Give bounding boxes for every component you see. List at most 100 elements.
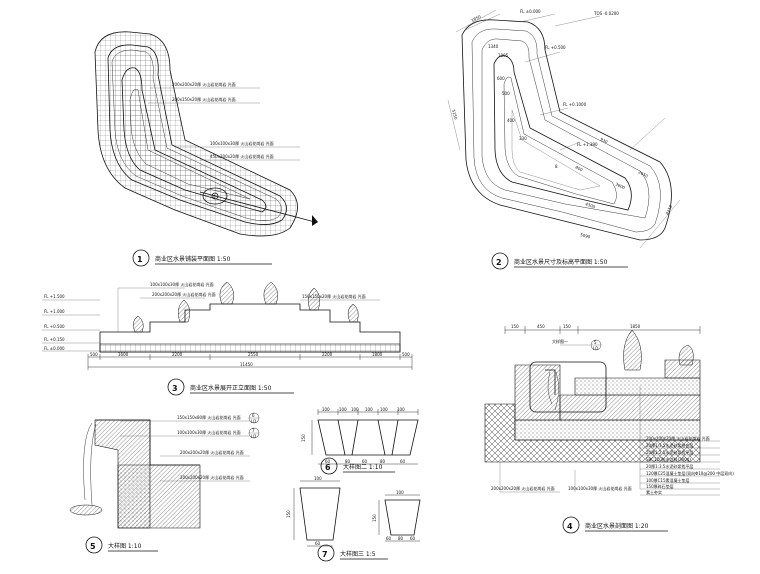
plan2-dim-12: 3600: [615, 181, 627, 190]
d6-dim-7: 60: [325, 459, 331, 464]
title-2: 商业区水景尺寸及标高平面图 1:50: [514, 258, 608, 266]
plan2-level-2: TOS -0.0200: [593, 11, 619, 16]
plan2-dim-5: 500: [502, 91, 510, 96]
detail5-sheet-2: LD: [251, 434, 256, 439]
plan2-level-labels: FL ±0.000 TOS -0.0200 FL +0.500 FL +0.10…: [519, 9, 619, 151]
detail5-ref-2: 7: [252, 428, 255, 433]
plan2-level-1: FL ±0.000: [520, 9, 541, 14]
elev-level-5: FL ±0.000: [44, 346, 65, 351]
d7-dim-6: 60: [410, 536, 416, 541]
title-block-2: 2 商业区水景尺寸及标高平面图 1:50: [491, 252, 628, 270]
elev-dim-1: 500: [90, 352, 98, 357]
elev-dim-4: 2550: [248, 352, 259, 357]
elev-dim-5: 2200: [322, 352, 333, 357]
section-mark-number: 4: [213, 194, 216, 199]
layer-1: 200x200x20厚 火山岩花岗岩 光面: [646, 435, 710, 441]
elev-level-4: FL +0.150: [44, 337, 65, 342]
layer-7: 100厚C15素混凝土垫层: [646, 477, 690, 483]
title-block-6: 6 大样图二 1:10: [320, 457, 395, 475]
detail5-sheet-1: LD: [251, 419, 256, 424]
plan2-dim-1: 1850: [470, 14, 482, 23]
d6-dim-8: 80: [345, 459, 351, 464]
plan2-dim-8: 8: [555, 164, 558, 169]
title-number-4: 4: [567, 522, 573, 531]
layer-4: SBC120防水涂料(300g): [646, 456, 691, 462]
d7-dim-5: 80: [398, 536, 404, 541]
title-4: 商业区水景剖面图 1:20: [585, 522, 649, 530]
elevation-water-features: [132, 281, 359, 333]
layer-3: 20厚1:2.5水泥砂浆找平层: [646, 449, 693, 455]
drawing-5-detail: 150x150x80厚 火山岩花岗岩 光面 6 LD 100x100x30厚 火…: [69, 412, 260, 554]
plan2-dim-2: 1340: [488, 44, 499, 49]
drawing-7-detail: 100 150 60 100 150 60 80 60 7 大样图三 1:5: [286, 476, 421, 562]
plan1-label-3: 100x100x30厚 火山岩花岗岩 光面: [210, 140, 274, 146]
d7-dim-8: 150: [372, 514, 377, 522]
plan2-level-5: FL +1.390: [577, 142, 598, 147]
layer-5: 20厚1:3.5水泥砂浆找平层: [646, 463, 693, 469]
bottom-label-2: 100x100x30厚 火山岩花岗岩 光面: [568, 485, 632, 491]
d7-dim-4: 60: [386, 536, 392, 541]
title-3: 商业区水景展开正立面图 1:50: [190, 384, 272, 392]
title-number-7: 7: [322, 550, 328, 559]
plan2-level-3: FL +0.500: [545, 45, 566, 50]
plan2-dim-16: 8210: [664, 204, 673, 216]
d6-dim-2: 100: [339, 407, 347, 412]
layer-9: 素土夯实: [646, 489, 662, 495]
drawing-3-elevation: FL +1.500 FL +1.000 FL +0.500 FL +0.150 …: [42, 281, 413, 396]
layer-2: 20厚1:3.5水泥砂浆结合层: [646, 442, 693, 448]
plan1-section-mark: 4: [199, 187, 318, 226]
section-dim-2: 450: [537, 324, 545, 329]
elev-label-3: 150x150x20厚 火山岩花岗岩 光面: [302, 293, 366, 299]
drawing-4-section: 150 450 150 1850 大样图一 5 LD: [484, 324, 734, 534]
title-block-1: 1 商业区水景铺装平面图 1:50: [132, 249, 272, 267]
callout-ref: 5: [594, 340, 597, 345]
elev-level-1: FL +1.500: [44, 294, 65, 299]
title-6: 大样图二 1:10: [343, 463, 383, 471]
plan2-dim-13: 4300: [585, 201, 597, 209]
plan1-label-1: 200x200x20厚 火山岩花岗岩 光面: [172, 81, 236, 87]
plan2-dim-11: 2650: [638, 169, 650, 178]
d6-dim-11: 60: [400, 459, 406, 464]
elev-dim-2: 1600: [118, 352, 129, 357]
drawing-1-paving-plan: 200x200x20厚 火山岩花岗岩 光面 200x150x20厚 火山岩花岗岩…: [94, 31, 318, 267]
plan2-dim-4: 600: [497, 76, 505, 81]
title-block-4: 4 商业区水景剖面图 1:20: [562, 516, 668, 534]
plan2-dim-6: 400: [507, 118, 515, 123]
d7-dim-1: 100: [314, 476, 322, 481]
title-7: 大样图三 1:5: [340, 550, 376, 558]
detail5-label-2: 100x100x30厚 火山岩花岗岩 光面: [177, 429, 241, 435]
d6-dim-6: 100: [397, 407, 405, 412]
d6-dim-4: 100: [365, 407, 373, 412]
d6-dim-10: 80: [380, 459, 386, 464]
detail5-label-1: 150x150x80厚 火山岩花岗岩 光面: [177, 414, 241, 420]
d6-dim-12: 150: [301, 434, 306, 442]
layer-8: 150厚碎石垫层: [646, 483, 674, 489]
d6-dim-9: 60: [362, 459, 368, 464]
plan2-dim-3: 1095: [498, 53, 509, 58]
callout-sheet: LD: [593, 346, 598, 351]
detail5-label-3: 200x200x20厚 火山岩花岗岩 光面: [180, 449, 244, 455]
elev-label-2: 200x200x20厚 火山岩花岗岩 光面: [152, 291, 216, 297]
plan2-dim-9: 930: [600, 136, 609, 144]
plan2-dim-10: 800: [575, 164, 584, 172]
d6-dim-5: 100: [380, 407, 388, 412]
drawing-6-detail: 100 100 100 100 100 100 60 80 60 80 60 1…: [301, 407, 419, 475]
d7-dim-2: 60: [315, 541, 321, 546]
d6-dim-1: 100: [322, 407, 330, 412]
elev-dim-7: 500: [402, 352, 410, 357]
detail5-ref-1: 6: [252, 413, 255, 418]
title-1: 商业区水景铺装平面图 1:50: [155, 255, 231, 263]
title-number-1: 1: [137, 255, 143, 264]
title-block-5: 5 大样图 1:10: [85, 536, 158, 554]
elev-level-3: FL +0.500: [44, 324, 65, 329]
detail5-label-4: 200x200x20厚 火山岩花岗岩 光面: [180, 474, 244, 480]
title-block-7: 7 大样图三 1:5: [317, 544, 388, 562]
title-number-5: 5: [90, 542, 96, 551]
elev-dim-3: 2200: [172, 352, 183, 357]
elev-dim-6: 1800: [372, 352, 383, 357]
elev-level-2: FL +1.000: [44, 309, 65, 314]
section-dim-4: 1850: [630, 324, 641, 329]
elev-dim-total: 11450: [240, 362, 253, 367]
title-5: 大样图 1:10: [108, 542, 142, 550]
